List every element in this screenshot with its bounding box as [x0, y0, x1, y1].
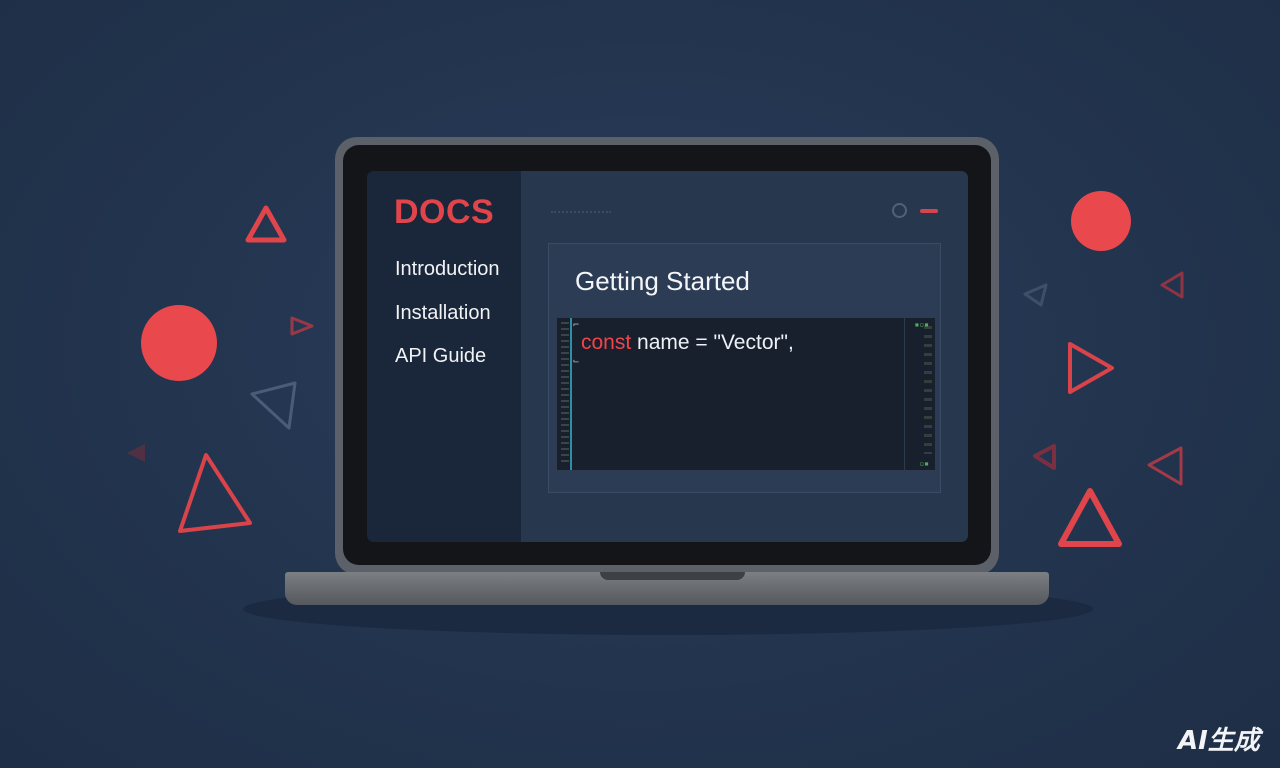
- laptop-base: [285, 572, 1049, 605]
- laptop-screen: DOCS Introduction Installation API Guide…: [367, 171, 968, 542]
- minimap: [924, 326, 932, 454]
- triangle-outline-blue-icon: [249, 380, 299, 432]
- page-title: Getting Started: [575, 266, 750, 296]
- triangle-dark-red-icon: [1032, 443, 1058, 471]
- circle-red-right-icon: [1070, 190, 1132, 252]
- triangle-bold-red-icon: [1057, 486, 1123, 548]
- editor-status-top-icon: ▪▫▪: [914, 320, 929, 329]
- sidebar-item-api-guide[interactable]: API Guide: [395, 345, 487, 367]
- fold-marker-icon: ⌐: [573, 320, 580, 331]
- circle-icon[interactable]: [892, 203, 907, 218]
- code-text: name = "Vector",: [631, 331, 794, 354]
- code-keyword: const: [581, 331, 632, 354]
- triangle-small-red-icon: [289, 315, 315, 337]
- docs-main: Getting Started ⌐ ⌙ const name = "Vector…: [521, 171, 968, 542]
- line-number-gutter: [561, 322, 569, 466]
- code-editor[interactable]: ⌐ ⌙ const name = "Vector", ▪▫▪ ▫▪: [556, 317, 936, 471]
- circle-red-icon: [140, 304, 218, 382]
- laptop-notch: [600, 572, 745, 580]
- triangle-outline-red-icon: [245, 205, 287, 243]
- sidebar-item-introduction[interactable]: Introduction: [395, 258, 500, 280]
- triangle-faint-red-icon: [124, 441, 148, 465]
- docs-logo: DOCS: [394, 193, 495, 231]
- minimap-divider: [904, 318, 905, 470]
- editor-status-bottom-icon: ▫▪: [919, 459, 929, 468]
- triangle-large-red-icon: [176, 451, 254, 535]
- watermark: AI生成: [1178, 726, 1260, 756]
- code-line: const name = "Vector",: [581, 331, 794, 355]
- triangle-play-red-icon: [1066, 340, 1116, 396]
- content-panel: Getting Started ⌐ ⌙ const name = "Vector…: [548, 243, 941, 493]
- gutter-divider: [570, 318, 572, 470]
- triangle-small-red-right-icon: [1158, 270, 1186, 300]
- triangle-outline-red-right-icon: [1146, 445, 1184, 487]
- minimize-icon[interactable]: [920, 209, 938, 213]
- sidebar-item-installation[interactable]: Installation: [395, 302, 491, 324]
- triangle-outline-blue-right-icon: [1022, 282, 1050, 308]
- topbar-placeholder: [551, 211, 611, 216]
- docs-sidebar: DOCS Introduction Installation API Guide: [367, 171, 521, 542]
- fold-end-icon: ⌙: [573, 356, 580, 367]
